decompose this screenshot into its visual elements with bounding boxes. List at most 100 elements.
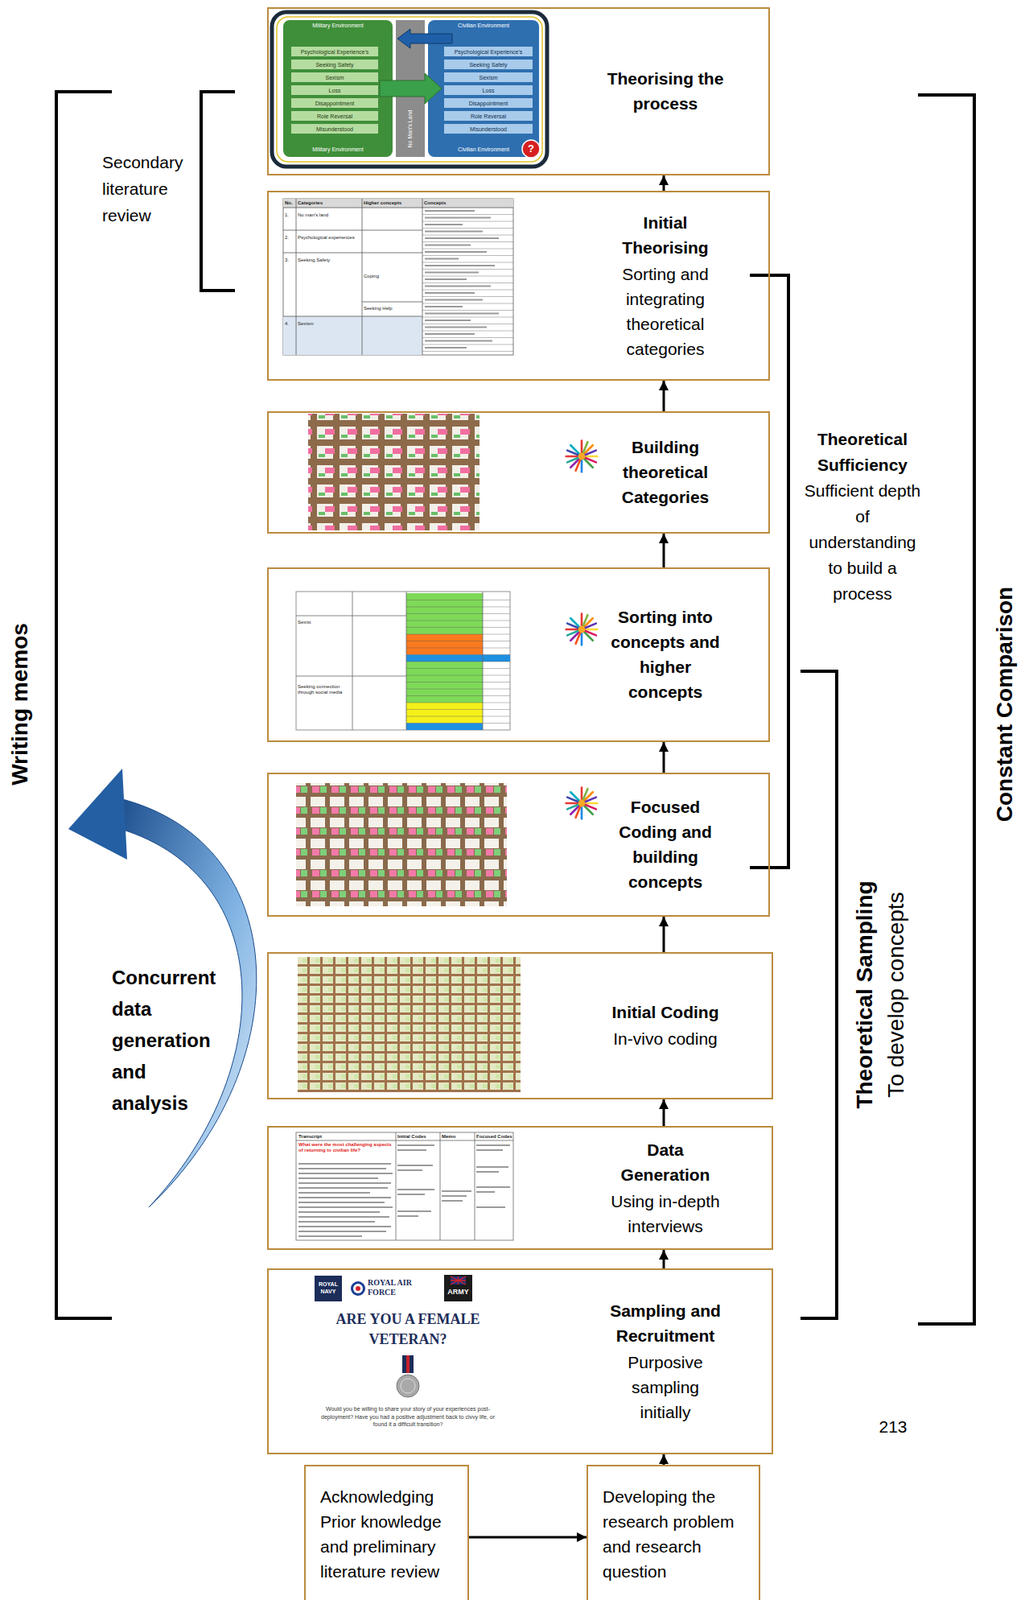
text-stack: Data GenerationUsing in-depth interviews (595, 1136, 737, 1239)
model-label: Role Reversal (291, 112, 379, 120)
box-body: Sorting and integrating theoretical cate… (613, 261, 718, 362)
model-label: Sexism (291, 74, 379, 82)
poster-text: ROYAL NAVY (315, 1280, 342, 1295)
box-body: Using in-depth interviews (595, 1188, 737, 1239)
table-shade (406, 702, 483, 724)
annotation: Concurrent data generation and analysis (111, 961, 225, 1119)
model-label: Civilian Environment (428, 21, 540, 29)
table-shade (406, 654, 483, 663)
military-panel (283, 20, 393, 157)
cell-text-line (298, 1144, 511, 1236)
cell-text-line (424, 210, 499, 348)
annotation: Theoretical Sampling (852, 880, 878, 1108)
process-box: Sorting into concepts and higher concept… (267, 567, 770, 742)
table-cell: Focused Codes (476, 1133, 513, 1140)
model-bar (444, 111, 533, 121)
table-cell: Coping (363, 273, 422, 280)
flow-arrow (662, 741, 666, 773)
table-grid (406, 600, 511, 724)
table-cell: 3. (284, 257, 297, 264)
table-cell: No. (284, 200, 297, 206)
model-bar (444, 85, 533, 95)
table-header (283, 198, 514, 208)
model-label: Military Environment (283, 145, 393, 153)
flow-arrow (662, 175, 666, 191)
table-cell: Seeking Safety (297, 257, 361, 264)
table-cell: Sexism (297, 321, 361, 327)
model-bar (291, 72, 379, 83)
model-label: Misunderstood (291, 125, 379, 133)
model-label: Psychological Experience's (291, 48, 379, 56)
medal (400, 1378, 416, 1393)
model-bar (291, 59, 379, 70)
burst-icon (566, 440, 598, 473)
text-stack: Theorising the process (587, 65, 745, 116)
burst-icon (566, 787, 598, 820)
model-bar (291, 85, 379, 95)
bar-group (444, 46, 533, 134)
process-box: Sampling and RecruitmentPurposive sampli… (267, 1267, 774, 1454)
box-heading: Sorting into concepts and higher concept… (605, 604, 726, 704)
box-heading: Sampling and Recruitment (600, 1297, 730, 1348)
model-label: Seeking Safety (291, 61, 379, 69)
box-heading: Focused Coding and building concepts (613, 794, 718, 894)
table-cell: Psychological experiences (297, 234, 361, 241)
table-cell: What were the most challenging aspects o… (298, 1141, 394, 1153)
table-shade (283, 316, 423, 355)
model-label: Disappointment (444, 99, 533, 108)
box-heading: Building theoretical Categories (613, 434, 718, 510)
model-label: Military Environment (283, 21, 393, 29)
box-body: In-vivo coding (576, 1025, 754, 1051)
army-logo (444, 1274, 473, 1301)
table-grid (422, 214, 514, 352)
table-cell: No man's land (297, 212, 361, 219)
union-flag (450, 1275, 466, 1285)
process-box: Developing the research problem and rese… (586, 1464, 761, 1600)
process-box: Focused Coding and building concepts (267, 772, 770, 917)
transition-arrow (379, 73, 442, 104)
raf-roundel (355, 1285, 361, 1291)
table-frame (283, 198, 514, 355)
table-shade (406, 723, 483, 731)
box-heading: Data Generation (613, 1136, 718, 1187)
model-label: Civilian Environment (428, 145, 540, 153)
model-bar (291, 46, 379, 57)
model-label: Sexism (444, 74, 533, 82)
table-grid (283, 198, 514, 355)
process-box: Acknowledging Prior knowledge and prelim… (304, 1464, 470, 1600)
text-stack: Developing the research problem and rese… (602, 1483, 758, 1584)
flow-arrow (469, 1535, 587, 1539)
table-cell: Seeking connection through social media (297, 683, 351, 696)
bracket-group (56, 91, 975, 1324)
annotation: Writing memos (7, 622, 33, 786)
table-shade (406, 633, 483, 655)
table-cell: 4. (284, 321, 297, 327)
table-grid (296, 591, 483, 730)
model-label: Loss (291, 86, 379, 95)
model-bar (291, 111, 379, 121)
table-cell: 1. (284, 212, 297, 219)
annotation: Sufficient depth of understanding to bui… (802, 477, 923, 607)
model-bar (444, 59, 533, 70)
table-cell: Initial Codes (397, 1133, 440, 1140)
annotation: Theoretical Sufficiency (802, 426, 923, 478)
model-label: Seeking Safety (444, 61, 533, 69)
navy-logo (314, 1275, 342, 1301)
model-bar (291, 98, 379, 108)
box-heading: Theorising the process (587, 65, 745, 116)
flow-arrow (662, 380, 666, 412)
model-bar (444, 46, 533, 57)
model-bar (444, 72, 533, 83)
model-bar (444, 98, 533, 108)
table-shade (482, 654, 511, 663)
process-box: Initial CodingIn-vivo coding (267, 951, 774, 1099)
medal (396, 1374, 420, 1397)
table-cell: Transcript (298, 1133, 394, 1140)
table-grid (296, 1131, 514, 1240)
table-cell: Seeking Help (363, 305, 422, 312)
table-cell: 2. (284, 234, 297, 241)
table-cell: Sexist (297, 619, 351, 626)
medal-ribbon (402, 1354, 414, 1373)
